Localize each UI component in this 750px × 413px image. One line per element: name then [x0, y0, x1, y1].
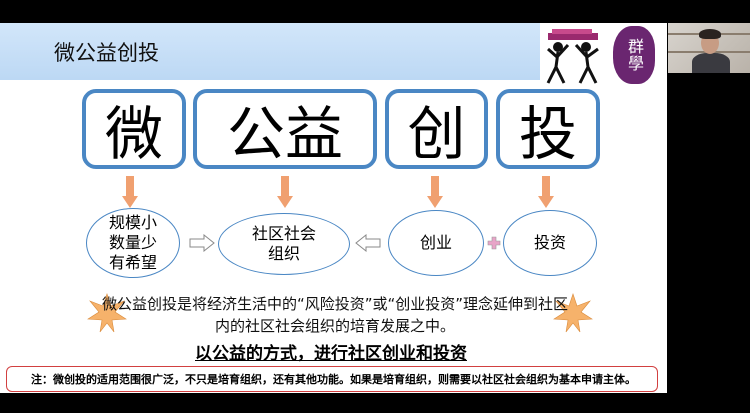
- ellipse-scale: 规模小 数量少 有希望: [86, 208, 180, 278]
- title-char-box-gongyi: 公益: [193, 89, 377, 169]
- title-char-box-wei: 微: [82, 89, 186, 169]
- emphasis-text: 以公益的方式，进行社区创业和投资: [195, 344, 467, 364]
- definition-text: 微公益创投是将经济生活中的“风险投资”或“创业投资”理念延伸到社区内的社区社会组…: [101, 295, 569, 335]
- left-arrow-icon: [355, 234, 381, 252]
- slide-header-band: 微公益创投: [0, 23, 540, 80]
- starburst-icon: [553, 293, 593, 333]
- participant-video-thumbnail[interactable]: [668, 23, 750, 73]
- down-arrow-icon: [122, 176, 138, 208]
- participant-hair: [699, 29, 721, 39]
- logo-area: 群學: [540, 23, 667, 89]
- right-arrow-icon: [189, 234, 215, 252]
- ellipse-invest: 投资: [503, 210, 597, 276]
- slide-title: 微公益创投: [54, 41, 159, 65]
- title-char-box-tou: 投: [496, 89, 600, 169]
- plus-icon: [487, 236, 501, 250]
- down-arrow-icon: [427, 176, 443, 208]
- down-arrow-icon: [538, 176, 554, 208]
- down-arrow-icon: [277, 176, 293, 208]
- ellipse-community-org: 社区社会 组织: [218, 213, 350, 275]
- note-text: 注：微创投的适用范围很广泛，不只是培育组织，还有其他功能。如果是培育组织，则需要…: [31, 373, 636, 386]
- presentation-slide: 微公益创投 群學 微 公益 创 投 规模小 数量少 有希望 社区社会 组织 创业…: [0, 23, 667, 393]
- starburst-icon: [87, 293, 127, 333]
- reading-figures-logo: [546, 29, 599, 84]
- ellipse-venture: 创业: [388, 210, 484, 276]
- qunxue-seal-logo: 群學: [613, 26, 655, 84]
- title-char-box-chuang: 创: [385, 89, 488, 169]
- note-box: 注：微创投的适用范围很广泛，不只是培育组织，还有其他功能。如果是培育组织，则需要…: [6, 366, 658, 392]
- participant-body: [692, 53, 730, 73]
